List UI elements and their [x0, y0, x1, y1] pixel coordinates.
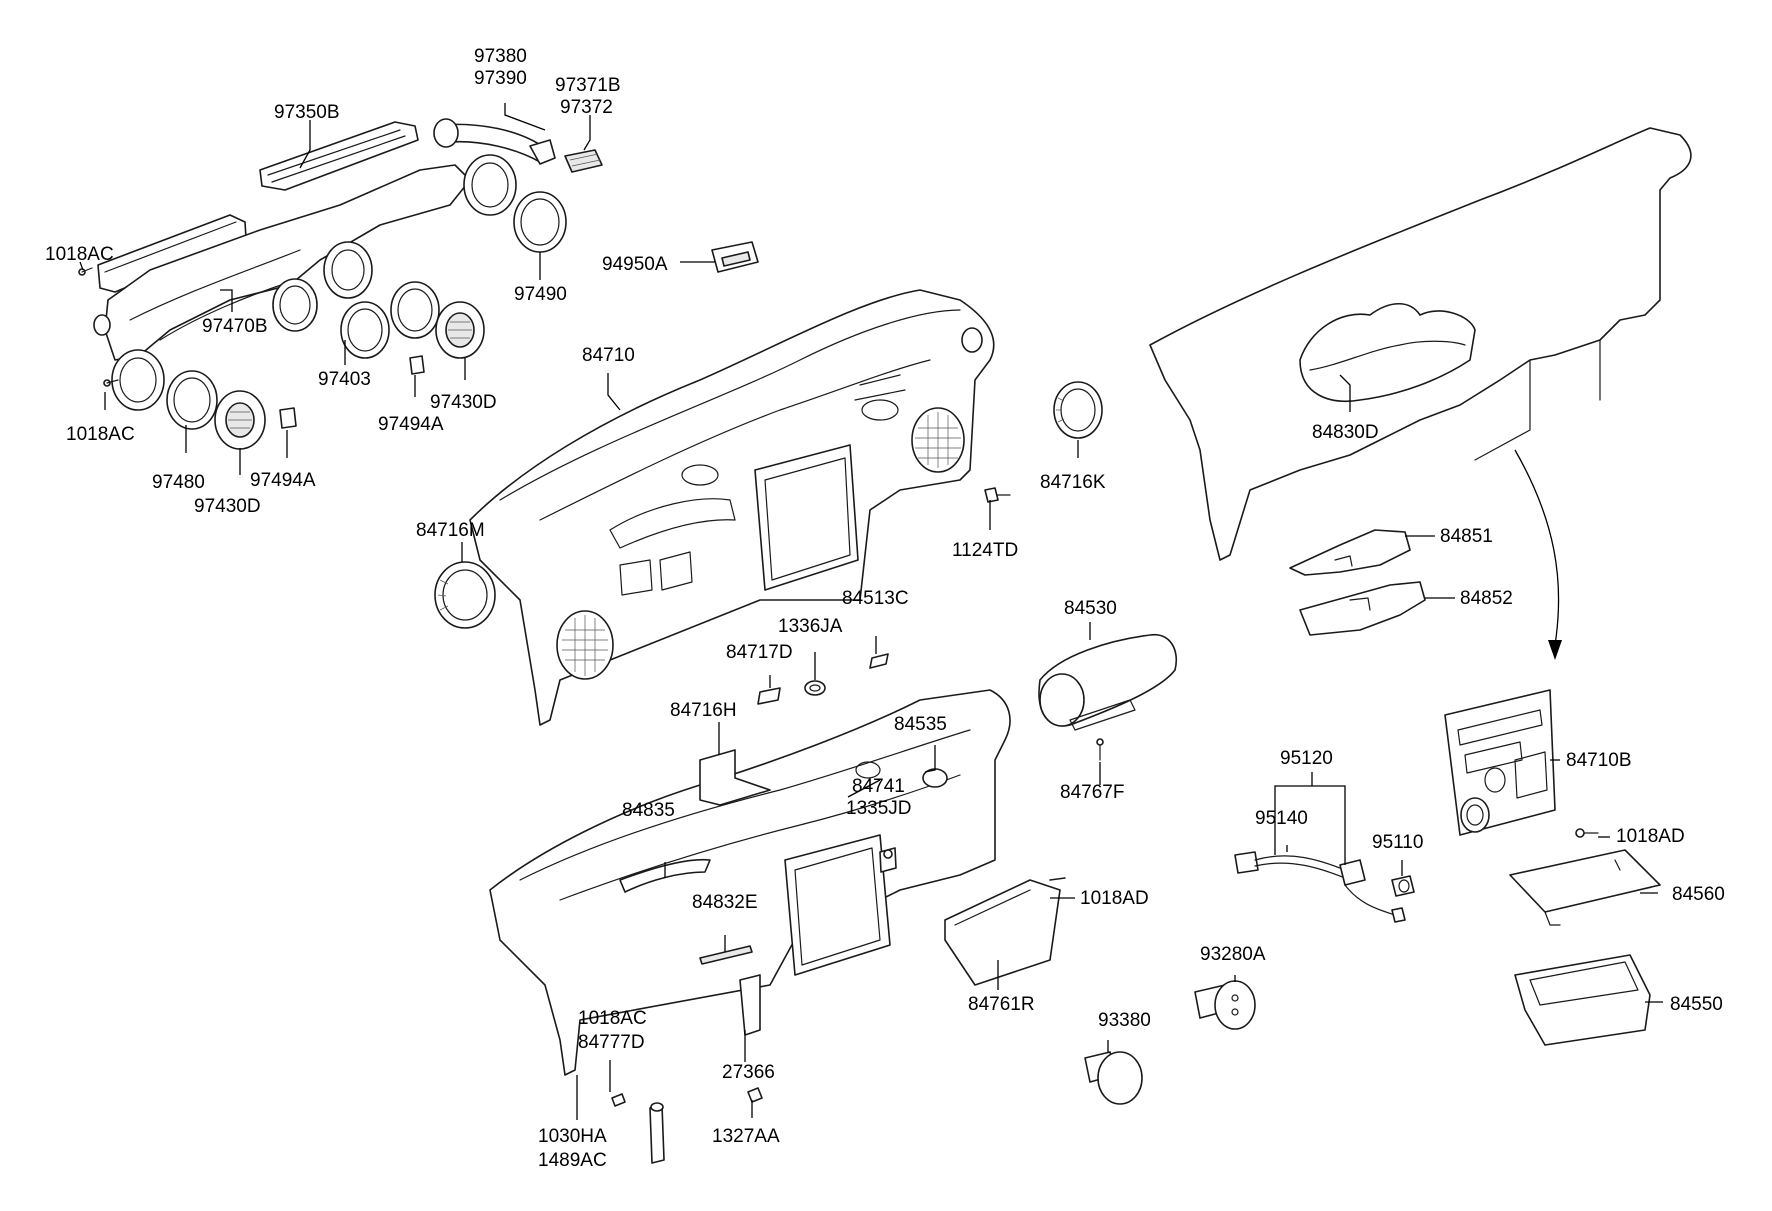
- socket-95110: [1391, 875, 1415, 897]
- label-97403: 97403: [318, 369, 371, 390]
- lower-dash-panel: [489, 689, 1011, 1076]
- label-84530: 84530: [1064, 598, 1117, 619]
- label-94950A: 94950A: [602, 254, 668, 275]
- label-84716K: 84716K: [1040, 472, 1106, 493]
- switch-93280A: [1194, 980, 1256, 1030]
- label-97371B: 97371B: [555, 75, 621, 96]
- label-84741: 84741: [852, 776, 905, 797]
- label-1327AA: 1327AA: [712, 1126, 780, 1147]
- cover-84761R: [944, 877, 1066, 986]
- label-84513C: 84513C: [842, 588, 909, 609]
- lower-fasteners: [611, 1087, 763, 1164]
- label-97350B: 97350B: [274, 102, 340, 123]
- label-1030HA: 1030HA: [538, 1126, 607, 1147]
- label-84852: 84852: [1460, 588, 1513, 609]
- label-93380: 93380: [1098, 1010, 1151, 1031]
- label-1018AC-mid: 1018AC: [66, 424, 135, 445]
- label-84767F: 84767F: [1060, 782, 1124, 803]
- label-97390: 97390: [474, 68, 527, 89]
- label-84717D: 84717D: [726, 642, 793, 663]
- label-1336JA: 1336JA: [778, 616, 843, 637]
- label-1335JD: 1335JD: [846, 798, 912, 819]
- switch-94950A: [711, 241, 759, 273]
- label-1018AC-lower: 1018AC: [578, 1008, 647, 1029]
- label-1018AD-center: 1018AD: [1080, 888, 1149, 909]
- vent-ring-84716M: [434, 561, 496, 629]
- label-84550: 84550: [1670, 994, 1723, 1015]
- label-84716H: 84716H: [670, 700, 737, 721]
- label-97430D-upper: 97430D: [430, 392, 497, 413]
- bolt-1124TD: [984, 487, 1011, 503]
- vent-ring-84716K: [1053, 381, 1103, 439]
- glove-box-84530: [1038, 634, 1177, 761]
- label-84710: 84710: [582, 345, 635, 366]
- label-1124TD: 1124TD: [952, 540, 1018, 561]
- ashtray-84550: [1514, 954, 1651, 1046]
- label-84830D: 84830D: [1312, 422, 1379, 443]
- label-84560: 84560: [1672, 884, 1725, 905]
- label-1489AC: 1489AC: [538, 1150, 607, 1171]
- switch-93380: [1084, 1051, 1143, 1105]
- leader-lines: [79, 103, 1663, 1120]
- label-84710B: 84710B: [1566, 750, 1632, 771]
- label-97380: 97380: [474, 46, 527, 67]
- small-parts: [757, 653, 948, 859]
- label-1018AD-right: 1018AD: [1616, 826, 1685, 847]
- label-95120: 95120: [1280, 748, 1333, 769]
- assembly-arrow: [1514, 449, 1562, 660]
- screw-1018AD-right: [1575, 828, 1599, 838]
- label-97470B: 97470B: [202, 316, 268, 337]
- label-95110: 95110: [1372, 832, 1423, 853]
- label-84535: 84535: [894, 714, 947, 735]
- label-84832E: 84832E: [692, 892, 758, 913]
- tray-84560: [1509, 849, 1661, 926]
- label-97372: 97372: [560, 97, 613, 118]
- trim-84851-84852: [1289, 529, 1426, 636]
- label-84851: 84851: [1440, 526, 1493, 547]
- label-84761R: 84761R: [968, 994, 1035, 1015]
- label-97490: 97490: [514, 284, 567, 305]
- air-duct-assembly: [78, 118, 603, 450]
- label-97480: 97480: [152, 472, 205, 493]
- part-labels: 97380 97390 97371B 97372 97350B 1018AC 9…: [45, 46, 1725, 1171]
- label-97494A-lower: 97494A: [250, 470, 316, 491]
- label-97430D-lower: 97430D: [194, 496, 261, 517]
- label-84777D: 84777D: [578, 1032, 645, 1053]
- audio-bezel-84710B: [1444, 689, 1556, 836]
- label-1018AC-top: 1018AC: [45, 244, 114, 265]
- label-84716M: 84716M: [416, 520, 485, 541]
- label-95140: 95140: [1255, 808, 1308, 829]
- upper-dash-panel: [469, 289, 995, 726]
- instrument-panel-outline: [1149, 127, 1692, 561]
- label-27366: 27366: [722, 1062, 775, 1083]
- label-97494A-upper: 97494A: [378, 414, 444, 435]
- label-93280A: 93280A: [1200, 944, 1266, 965]
- label-84835: 84835: [622, 800, 675, 821]
- wire-harness-95120: [1234, 851, 1406, 923]
